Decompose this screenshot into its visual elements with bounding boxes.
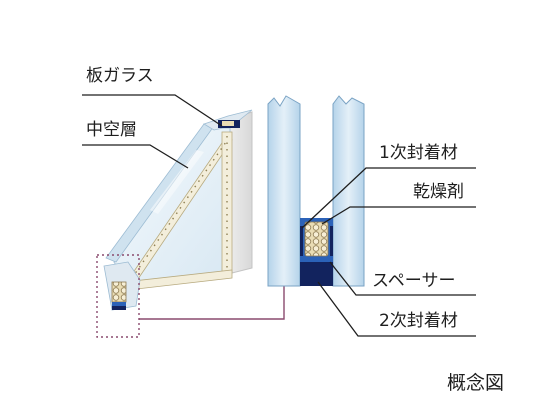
window-corner-3d (103, 109, 253, 311)
right-glass-pane (332, 95, 365, 287)
secondary-sealant-block (300, 262, 333, 286)
primary-sealant-left (300, 226, 303, 256)
bottom-section-desiccant (111, 281, 127, 303)
leader-hollow-layer (82, 144, 189, 169)
desiccant-fill (304, 221, 329, 257)
seal-dots-diagonal (131, 141, 227, 279)
front-glass-face (113, 127, 231, 285)
cross-section-detail (267, 95, 365, 287)
label-hollow-layer: 中空層 (86, 120, 137, 140)
leader-desiccant (321, 206, 476, 225)
label-desiccant: 乾燥剤 (413, 182, 464, 202)
leader-lines (82, 94, 476, 337)
leader-plate-glass (82, 94, 223, 127)
top-section-desiccant (222, 121, 234, 126)
bottom-section-sealant (112, 306, 126, 310)
detail-connector-line (139, 286, 285, 320)
label-plate-glass: 板ガラス (86, 66, 154, 86)
diagram-caption: 概念図 (447, 372, 505, 394)
label-spacer: スペーサー (372, 271, 456, 291)
label-secondary-sealant: 2次封着材 (379, 311, 458, 331)
bottom-section-spacer (112, 302, 126, 308)
label-primary-sealant: 1次封着材 (379, 143, 458, 163)
primary-sealant-right (330, 226, 333, 256)
glass-reflection (150, 150, 204, 214)
leader-secondary-sealant (317, 281, 476, 337)
left-glass-pane (267, 95, 301, 287)
leader-primary-sealant (301, 167, 476, 229)
leader-spacer (329, 261, 476, 296)
detail-callout-box (96, 254, 140, 338)
